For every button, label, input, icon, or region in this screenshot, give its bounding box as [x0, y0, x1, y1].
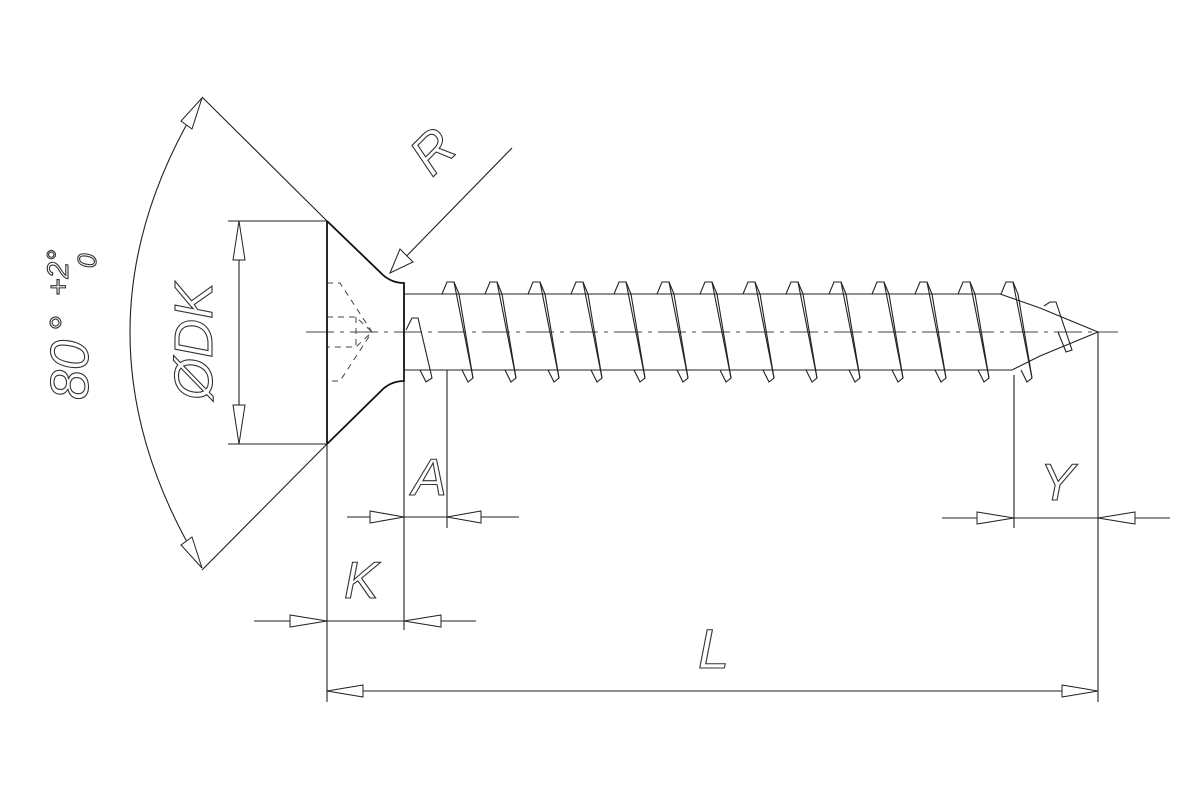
angle-value: 80: [40, 340, 100, 400]
thread-flank: [883, 281, 904, 379]
thread-start: [405, 317, 433, 383]
angle-tolerance-minus: 0: [72, 253, 102, 268]
head-height-dimension: [254, 444, 476, 702]
thread-crest: [742, 281, 775, 383]
thread-crest: [570, 281, 603, 383]
angle-dimension: [129, 96, 328, 571]
unthreaded-length-label: A: [409, 449, 447, 507]
thread-flank: [453, 281, 474, 379]
head-diameter-label: ØDK: [164, 281, 224, 402]
thread-flank: [711, 281, 732, 379]
thread-crest: [527, 281, 560, 383]
thread-crest: [1000, 281, 1033, 383]
thread-flank: [625, 281, 646, 379]
point-length-dimension: [942, 332, 1170, 702]
screw-head: [326, 220, 405, 445]
point-length-label: Y: [1040, 454, 1078, 512]
thread-crest: [914, 281, 947, 383]
thread-flank: [1012, 281, 1033, 379]
angle-tolerance-plus: +2°: [42, 250, 75, 296]
radius-leader: [389, 147, 513, 275]
thread-tip: [1043, 301, 1073, 353]
thread-crest: [871, 281, 904, 383]
thread-flank: [926, 281, 947, 379]
thread-flank: [797, 281, 818, 379]
total-length-dimension: [326, 684, 1099, 698]
thread-flank: [840, 281, 861, 379]
radius-label: R: [398, 116, 468, 186]
angle-degree-symbol: °: [43, 316, 87, 332]
thread-crest: [441, 281, 474, 383]
thread-crest: [957, 281, 990, 383]
unthreaded-length-dimension: [347, 370, 519, 630]
thread-crest: [656, 281, 689, 383]
thread-flank: [754, 281, 775, 379]
thread-crest: [699, 281, 732, 383]
head-diameter-dimension: [228, 220, 327, 445]
thread-flank: [969, 281, 990, 379]
thread-crest: [785, 281, 818, 383]
angle-label: 80 ° +2° 0: [39, 249, 102, 400]
thread-flank: [668, 281, 689, 379]
thread-crest: [828, 281, 861, 383]
thread-flank: [539, 281, 560, 379]
thread-flank: [582, 281, 603, 379]
thread-crest: [484, 281, 517, 383]
thread-flank: [496, 281, 517, 379]
thread-crest: [613, 281, 646, 383]
head-height-label: K: [344, 552, 381, 610]
screw-threads: [405, 281, 1073, 383]
total-length-label: L: [698, 617, 729, 680]
